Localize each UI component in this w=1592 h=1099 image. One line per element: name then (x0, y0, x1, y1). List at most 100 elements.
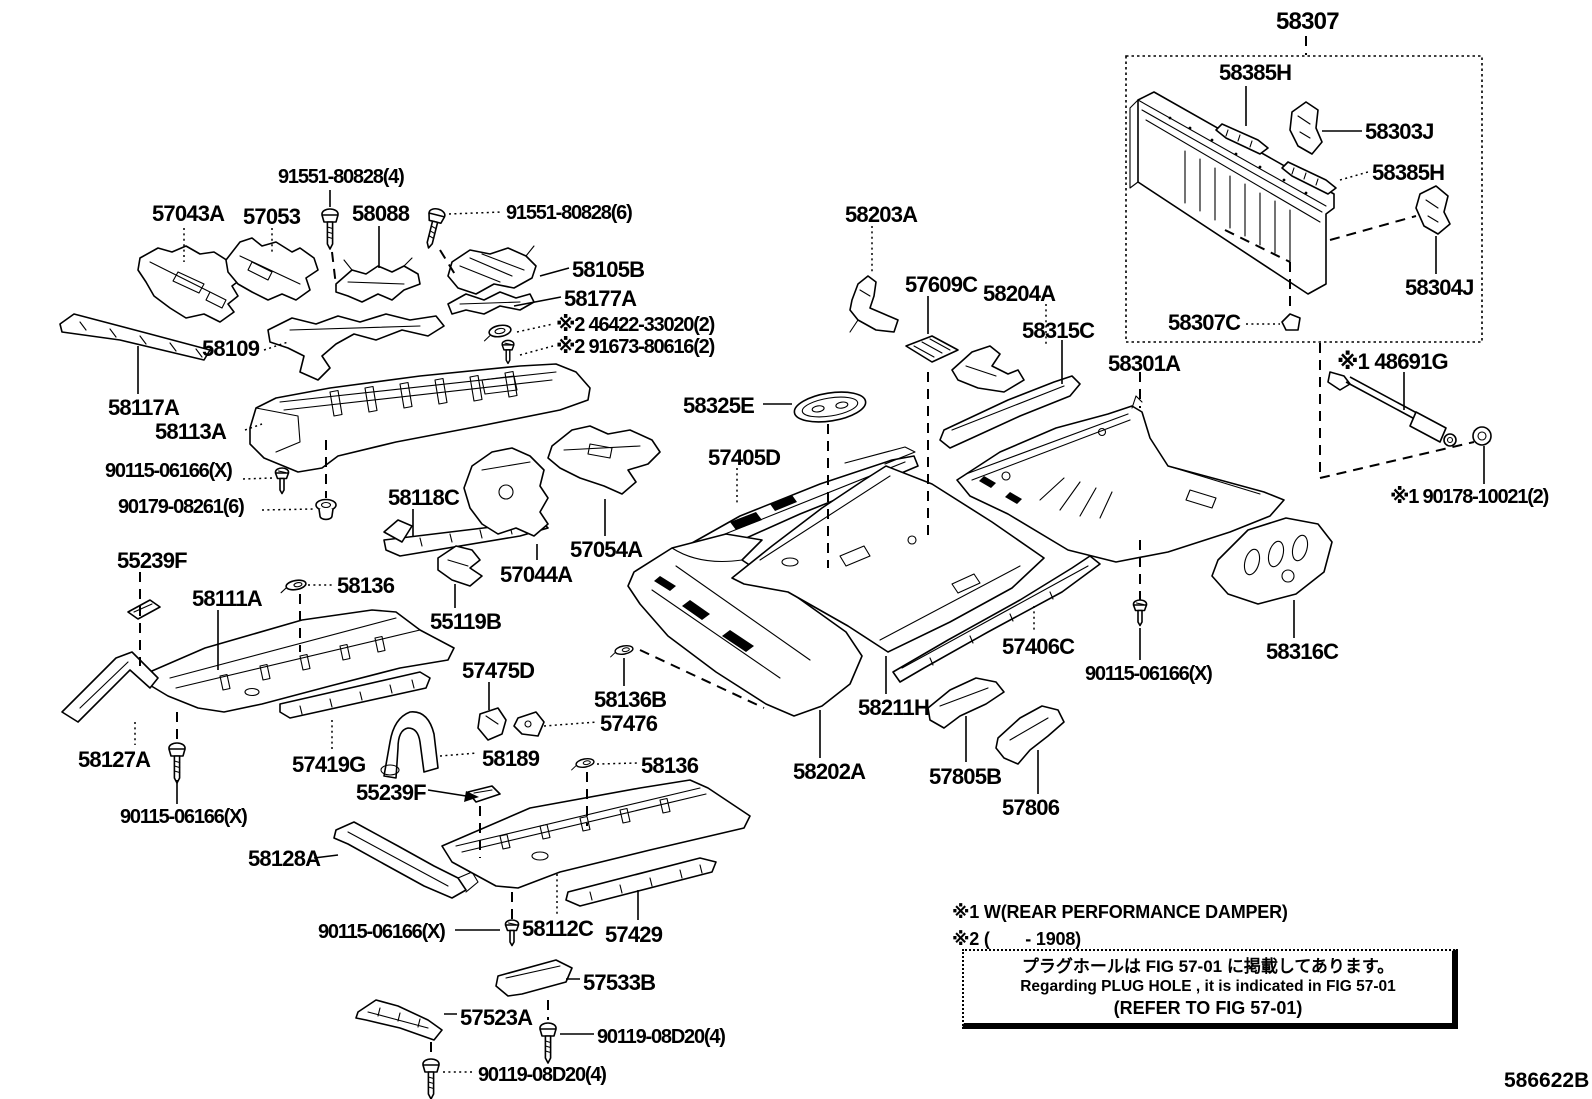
callout-90178-10021: ※1 90178-10021(2) (1390, 486, 1549, 508)
part-57475d-clip (477, 707, 507, 741)
part-57429-sill (565, 857, 717, 907)
callout-90115-06166-4: 90115-06166(X) (1085, 663, 1213, 685)
callout-57533b: 57533B (583, 970, 656, 995)
part-55239f-clip-2 (467, 785, 501, 803)
callout-57609c: 57609C (905, 272, 978, 297)
callout-58316c: 58316C (1266, 639, 1339, 664)
part-58301a-rear-floor-pan (956, 395, 1285, 563)
callout-55119b: 55119B (430, 609, 502, 634)
leader-lines-solid (137, 86, 1485, 1035)
part-58307-back-panel (1129, 91, 1335, 295)
callout-90115-06166-1: 90115-06166(X) (105, 460, 233, 482)
callout-57806: 57806 (1002, 795, 1060, 820)
callout-57406c: 57406C (1002, 634, 1075, 659)
part-58189-bracket (380, 711, 439, 779)
callout-58304j: 58304J (1405, 275, 1474, 300)
callout-57053: 57053 (243, 204, 301, 229)
callout-58204a: 58204A (983, 281, 1056, 306)
callout-58117a: 58117A (108, 395, 180, 420)
callout-57043a: 57043A (152, 201, 225, 226)
callout-58303j: 58303J (1365, 119, 1434, 144)
part-57609c-plate (905, 335, 959, 363)
part-57043a-bracket (137, 245, 241, 323)
callout-58113a: 58113A (155, 419, 227, 444)
part-58127a-strip (61, 651, 159, 723)
part-58307c-clip (1281, 313, 1301, 331)
callout-58136-1: 58136 (337, 573, 395, 598)
callout-90115-06166-3: 90115-06166(X) (318, 921, 446, 943)
part-57806-bracket (995, 705, 1065, 765)
arrowhead-55239f (464, 791, 479, 802)
callout-58325e: 58325E (683, 393, 755, 418)
part-58136b-clip (608, 643, 635, 658)
callout-46422-33020: ※2 46422-33020(2) (556, 314, 715, 336)
callout-58136-2: 58136 (641, 753, 699, 778)
screw-90115-1 (274, 467, 290, 495)
plug-hole-reference-box: プラグホールは FIG 57-01 に掲載してあります。 Regarding P… (962, 949, 1458, 1029)
part-58105b-bracket (447, 245, 537, 295)
part-57053-bracket (225, 237, 319, 301)
screw-90115-3 (504, 919, 520, 947)
part-58316c-plate (1211, 517, 1333, 605)
part-58113a-crossmember-panel (249, 363, 591, 473)
callout-58109: 58109 (202, 336, 260, 361)
callout-90179-08261: 90179-08261(6) (118, 496, 245, 518)
assembly-lines-dashed (139, 36, 1475, 1058)
refbox-japanese-line: プラグホールは FIG 57-01 に掲載してあります。 (1021, 956, 1395, 976)
callout-90115-06166-2: 90115-06166(X) (120, 806, 248, 828)
callout-58315c: 58315C (1022, 318, 1095, 343)
callout-57475d: 57475D (462, 658, 535, 683)
callout-58088: 58088 (352, 201, 410, 226)
part-46422-washer (483, 324, 512, 342)
part-58112c-floor-pan (441, 779, 751, 889)
bolt-90119-1 (539, 1022, 557, 1064)
note-date-range: ※2 ( - 1908) (952, 929, 1081, 949)
part-58088-crossmember (335, 257, 421, 303)
part-57533b-brace (495, 959, 573, 997)
callout-58136b: 58136B (594, 687, 667, 712)
part-91673-stud (501, 339, 515, 365)
part-55119b-bracket (437, 545, 483, 587)
callout-58203a: 58203A (845, 202, 918, 227)
refbox-refer-line: (REFER TO FIG 57-01) (1113, 997, 1303, 1018)
leader-lines-dotted (134, 171, 1369, 1073)
callout-57476: 57476 (600, 711, 658, 736)
callout-58105b: 58105B (572, 257, 645, 282)
part-58111a-floor-pan (144, 609, 455, 713)
note-rear-performance-damper: ※1 W(REAR PERFORMANCE DAMPER) (952, 902, 1288, 922)
grommet-90179 (315, 498, 337, 521)
callout-58118c: 58118C (388, 485, 460, 510)
part-58177a-bracket (447, 291, 535, 315)
callout-90119-08d20-1: 90119-08D20(4) (597, 1026, 726, 1048)
part-58325e-plate (793, 391, 867, 423)
callout-58112c: 58112C (522, 916, 594, 941)
callout-58202a: 58202A (793, 759, 866, 784)
part-57523a-strip (355, 999, 443, 1041)
callout-91551-80828-4: 91551-80828(4) (278, 166, 405, 188)
callout-58301a: 58301A (1108, 351, 1181, 376)
bolt-91551-6 (419, 206, 447, 251)
callout-57419g: 57419G (292, 752, 366, 777)
part-58203a-bracket (849, 275, 899, 333)
callout-58127a: 58127A (78, 747, 151, 772)
part-57054a-crossmember (547, 425, 661, 495)
bolt-91551-4 (321, 208, 339, 250)
callout-55239f-2: 55239F (356, 780, 427, 805)
screw-90115-4 (1132, 599, 1148, 627)
callout-58111a: 58111A (192, 586, 263, 611)
part-58202a-floor-pan (627, 533, 863, 717)
inset-box-58307 (1125, 55, 1483, 343)
callout-58385h-2: 58385H (1372, 160, 1445, 185)
callout-58307-inset-title: 58307 (1276, 8, 1340, 35)
part-58109-reinforcement (267, 313, 445, 381)
part-58385h-strip-1 (1215, 123, 1269, 155)
part-58211h-floor-pan (731, 465, 1045, 653)
callout-57054a: 57054A (570, 537, 643, 562)
part-57805b-bracket (927, 677, 1005, 729)
callout-58385h-1: 58385H (1219, 60, 1292, 85)
part-58136-clip-2 (569, 756, 596, 771)
bolt-90115-2 (168, 742, 186, 784)
part-58136-clip-1 (278, 578, 308, 594)
part-48691g-damper (1327, 371, 1457, 447)
